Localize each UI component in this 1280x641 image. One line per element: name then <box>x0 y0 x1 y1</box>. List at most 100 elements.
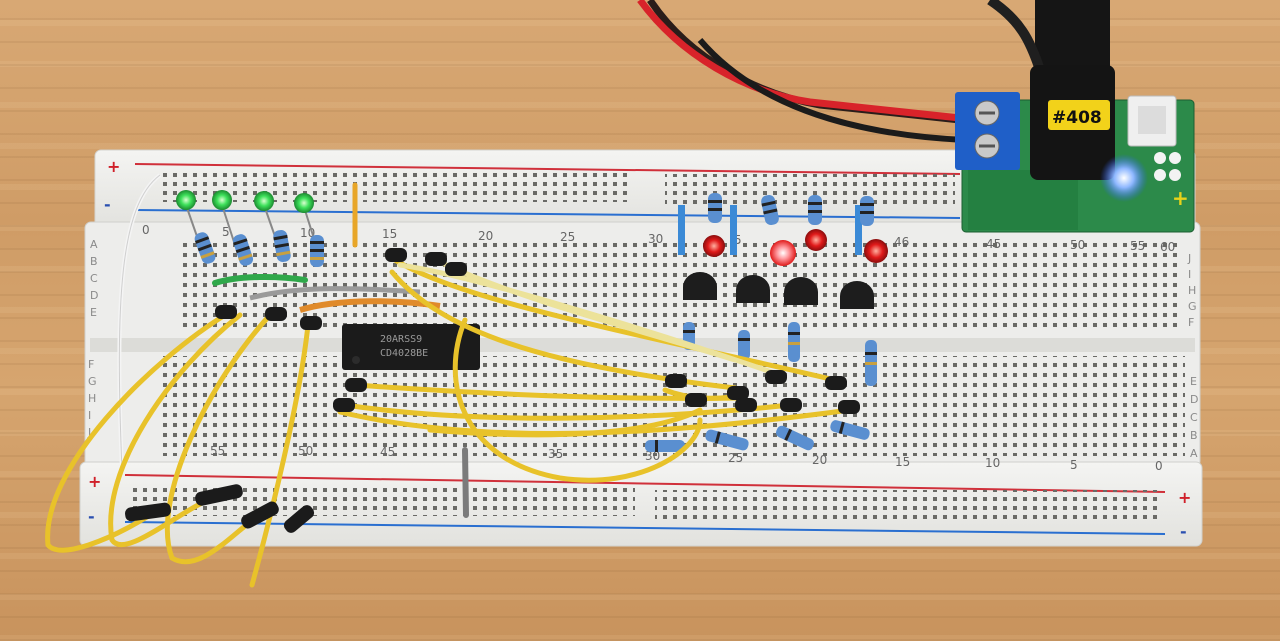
svg-text:20: 20 <box>812 453 827 467</box>
green-led-group <box>176 190 324 267</box>
svg-text:45: 45 <box>380 445 395 459</box>
ic-chip: 20ARSS9 CD4028BE <box>342 324 480 370</box>
yellow-wire <box>389 269 738 391</box>
svg-text:F: F <box>1188 316 1194 329</box>
resistor <box>788 322 800 362</box>
gray-jumper <box>462 447 469 518</box>
svg-text:I: I <box>1188 268 1191 281</box>
bottom-left-plus-sign: + <box>88 472 101 491</box>
module-plus-sign: + <box>1172 186 1189 210</box>
svg-text:50: 50 <box>1070 238 1085 252</box>
transistor-group <box>683 272 874 309</box>
transistor <box>784 277 818 305</box>
svg-text:E: E <box>90 306 97 319</box>
svg-text:30: 30 <box>645 449 660 463</box>
svg-text:60: 60 <box>1160 240 1175 254</box>
svg-text:J: J <box>87 426 91 439</box>
red-led <box>703 235 725 257</box>
screw-terminal <box>955 92 1020 170</box>
top-minus-sign: - <box>104 195 111 214</box>
svg-text:20: 20 <box>478 229 493 243</box>
resistor <box>830 420 870 440</box>
red-led-group <box>678 193 888 266</box>
resistor <box>194 232 216 264</box>
svg-text:10: 10 <box>985 456 1000 470</box>
svg-text:A: A <box>90 238 98 251</box>
blue-jumper <box>678 205 685 255</box>
gray-jumper <box>249 286 421 301</box>
svg-text:G: G <box>88 375 97 388</box>
svg-text:5: 5 <box>222 225 230 239</box>
yellow-wire <box>427 407 703 438</box>
resistor <box>860 196 874 226</box>
jst-connector <box>1127 95 1177 147</box>
svg-text:C: C <box>90 272 98 285</box>
top-plus-sign: + <box>107 157 120 176</box>
resistor <box>708 193 722 223</box>
svg-text:D: D <box>90 289 98 302</box>
red-led-lit <box>770 240 796 266</box>
module-pins <box>1154 152 1181 181</box>
bottom-right-minus-sign: - <box>1180 522 1187 541</box>
bottom-right-plus-sign: + <box>1178 488 1191 507</box>
svg-text:H: H <box>1188 284 1196 297</box>
svg-text:G: G <box>1188 300 1197 313</box>
svg-text:5: 5 <box>1070 458 1078 472</box>
svg-text:A: A <box>1190 447 1198 460</box>
svg-text:55: 55 <box>210 444 225 458</box>
right-row-letters: J I H G F E D C B A <box>1187 252 1198 460</box>
bottom-left-minus-sign: - <box>88 507 95 526</box>
svg-text:46: 46 <box>894 235 909 249</box>
resistor <box>645 440 685 452</box>
svg-text:25: 25 <box>728 451 743 465</box>
power-supply-module: #408 + <box>955 65 1195 233</box>
resistor <box>738 330 750 360</box>
svg-text:B: B <box>1190 429 1198 442</box>
yellow-wire <box>249 322 311 588</box>
svg-text:I: I <box>88 409 91 422</box>
yellow-wire <box>452 317 703 483</box>
blue-jumper <box>730 205 737 255</box>
svg-text:50: 50 <box>298 444 313 458</box>
yellow-wire <box>437 259 738 363</box>
blue-jumper <box>855 205 862 255</box>
resistor <box>273 229 291 263</box>
blue-power-led <box>1100 154 1148 202</box>
svg-text:E: E <box>1190 375 1197 388</box>
red-led <box>805 229 827 251</box>
svg-text:J: J <box>1187 252 1191 265</box>
green-jumper <box>212 274 308 286</box>
svg-text:5: 5 <box>734 233 742 247</box>
svg-text:25: 25 <box>560 230 575 244</box>
transistor <box>840 281 874 309</box>
svg-text:30: 30 <box>648 232 663 246</box>
svg-text:35: 35 <box>548 447 563 461</box>
ic-chip-line2: CD4028BE <box>380 348 428 359</box>
power-cable <box>637 0 1110 143</box>
yellow-wire <box>108 312 243 548</box>
yellow-wire-group <box>45 257 853 588</box>
svg-text:D: D <box>1190 393 1198 406</box>
transistor <box>736 275 770 303</box>
resistor <box>761 194 779 226</box>
yellow-wire <box>342 402 793 421</box>
yellow-wire <box>392 257 838 383</box>
resistor <box>865 340 877 386</box>
svg-text:C: C <box>1190 411 1198 424</box>
svg-text:H: H <box>88 392 96 405</box>
green-led <box>212 190 236 246</box>
red-led <box>864 239 888 263</box>
ic-chip-line1: 20ARSS9 <box>380 334 422 345</box>
resistor <box>775 425 815 451</box>
wire-tips <box>125 248 860 533</box>
module-tag-label: #408 <box>1052 108 1102 128</box>
resistor <box>808 195 822 225</box>
svg-text:0: 0 <box>1155 459 1163 473</box>
svg-text:15: 15 <box>382 227 397 241</box>
svg-text:45: 45 <box>986 237 1001 251</box>
yellow-wire <box>45 309 233 553</box>
resistor <box>232 234 254 266</box>
svg-text:55: 55 <box>1130 239 1145 253</box>
resistor <box>705 429 749 451</box>
